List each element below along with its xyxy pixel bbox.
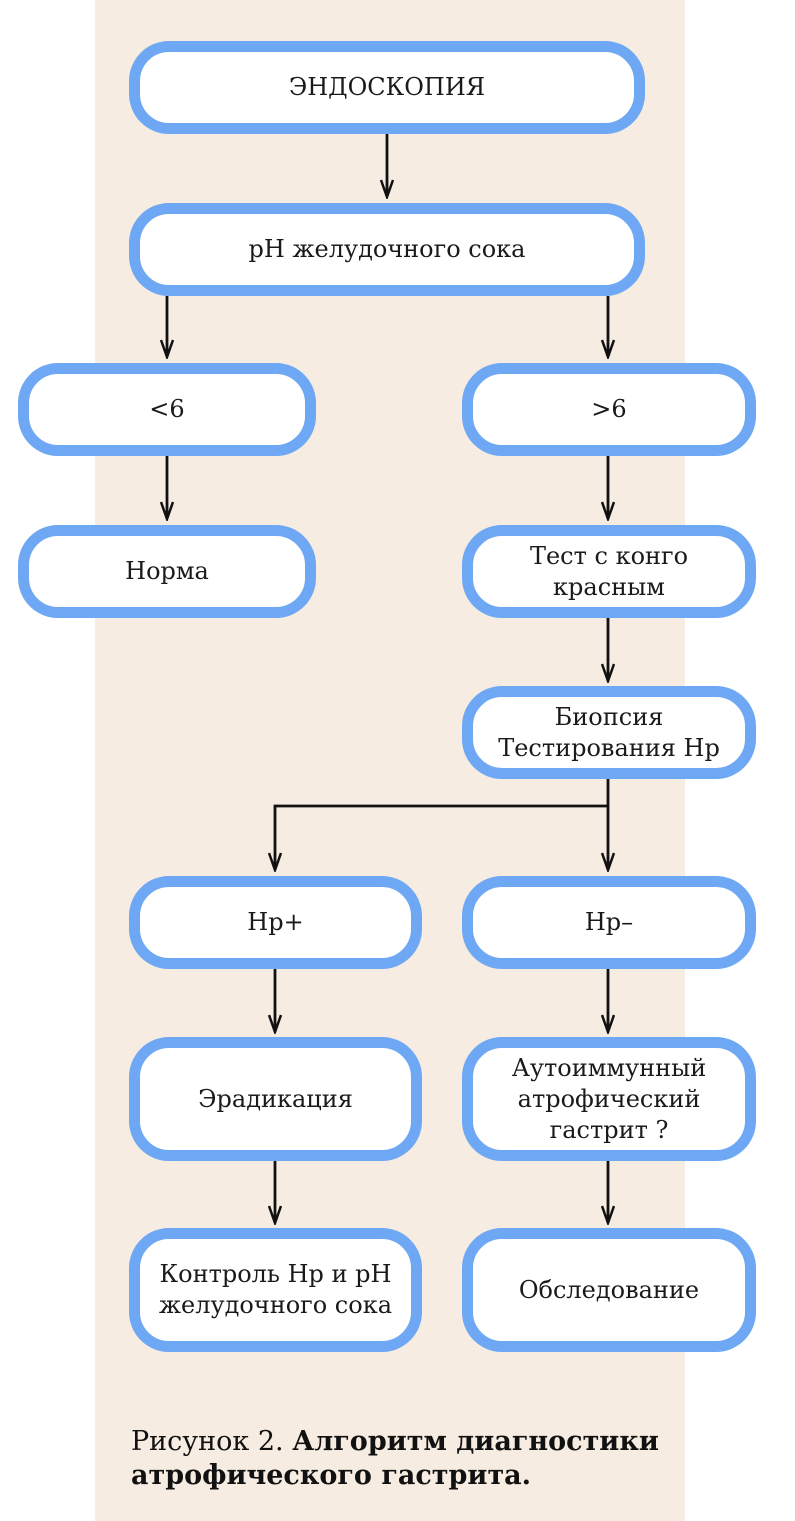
- node-examination-label: Обследование: [518, 1275, 700, 1304]
- node-ph-label: pH желудочного сока: [248, 235, 526, 263]
- node-eradication-label: Эрадикация: [198, 1084, 353, 1113]
- node-congo-test-label: Тест с конго красным: [529, 541, 689, 601]
- node-congo-test: Тест с конго красным: [462, 525, 756, 618]
- figure-caption-prefix: Рисунок 2.: [131, 1426, 293, 1457]
- node-hp-negative: Нр–: [462, 876, 756, 969]
- node-hp-positive-label: Нр+: [247, 908, 304, 936]
- node-lt6: <6: [18, 363, 316, 456]
- node-autoimmune-gastritis-label: Аутоиммунный атрофический гастрит ?: [511, 1053, 707, 1144]
- node-biopsy: Биопсия Тестирования Нр: [462, 686, 756, 779]
- node-control-label: Контроль Нр и pH желудочного сока: [158, 1260, 393, 1319]
- node-hp-negative-label: Нр–: [584, 908, 634, 936]
- node-norm-label: Норма: [125, 557, 209, 585]
- figure-caption-title: Алгоритм диагностики атрофического гастр…: [131, 1426, 659, 1491]
- node-gt6: >6: [462, 363, 756, 456]
- node-biopsy-label: Биопсия Тестирования Нр: [498, 702, 720, 762]
- node-norm: Норма: [18, 525, 316, 618]
- arrow-biopsy-to-hp-pos: [275, 804, 608, 870]
- node-endoscopy: ЭНДОСКОПИЯ: [129, 41, 645, 134]
- node-examination: Обследование: [462, 1228, 756, 1352]
- node-autoimmune-gastritis: Аутоиммунный атрофический гастрит ?: [462, 1037, 756, 1161]
- node-eradication: Эрадикация: [129, 1037, 422, 1161]
- node-ph: pH желудочного сока: [129, 203, 645, 296]
- node-endoscopy-label: ЭНДОСКОПИЯ: [288, 73, 486, 101]
- node-gt6-label: >6: [591, 395, 627, 423]
- node-control: Контроль Нр и pH желудочного сока: [129, 1228, 422, 1352]
- node-hp-positive: Нр+: [129, 876, 422, 969]
- node-lt6-label: <6: [149, 395, 185, 423]
- figure-caption: Рисунок 2. Алгоритм диагностики атрофиче…: [131, 1425, 691, 1493]
